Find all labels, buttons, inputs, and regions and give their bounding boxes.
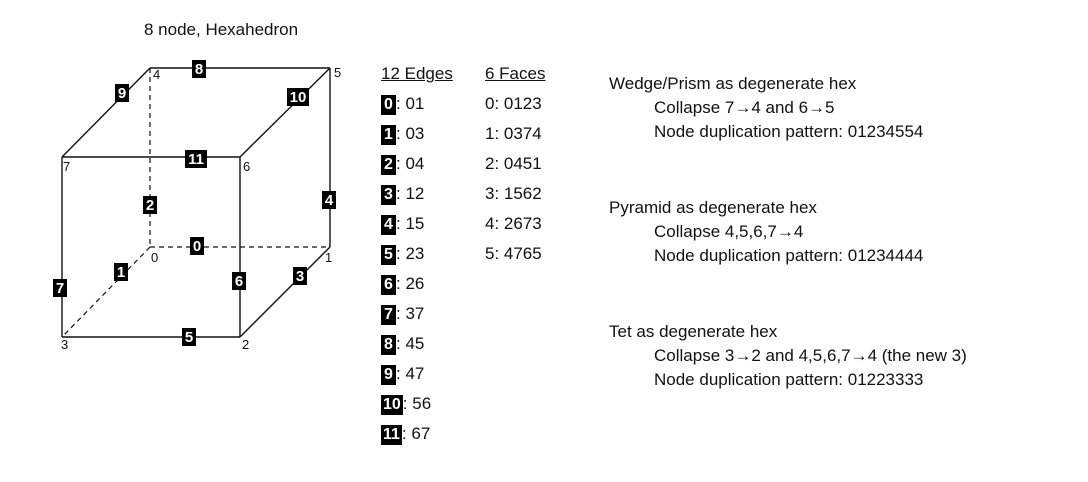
edge-nodes: : 56 xyxy=(402,394,432,413)
edge-badge-4: 4 xyxy=(322,191,336,209)
edge-id-badge: 9 xyxy=(381,365,396,385)
svg-text:1: 1 xyxy=(117,264,125,281)
note-collapse: Collapse 4,5,6,7→4 xyxy=(654,222,804,241)
edge-line-12 xyxy=(239,246,331,338)
svg-text:10: 10 xyxy=(290,89,307,106)
svg-text:2: 2 xyxy=(146,197,154,214)
edge-badge-7: 7 xyxy=(53,279,67,297)
edge-nodes: : 37 xyxy=(396,304,425,323)
face-item: 2: 0451 xyxy=(485,154,542,173)
edge-item: 6: 26 xyxy=(381,269,453,299)
note-title: Tet as degenerate hex xyxy=(609,322,778,341)
node-label-6: 6 xyxy=(243,159,250,174)
edge-nodes: : 01 xyxy=(396,94,425,113)
svg-text:4: 4 xyxy=(325,192,334,209)
edge-badge-1: 1 xyxy=(114,263,128,281)
edge-line-47 xyxy=(61,67,151,158)
edge-id-badge: 10 xyxy=(381,395,403,415)
face-item: 1: 0374 xyxy=(485,124,542,143)
edge-item: 1: 03 xyxy=(381,119,453,149)
edge-nodes: : 26 xyxy=(396,274,425,293)
edge-item: 10: 56 xyxy=(381,389,453,419)
node-label-7: 7 xyxy=(63,159,70,174)
hexahedron-diagram: 0 1 2 3 4 5 6 7 0 1 2 3 4 5 6 7 8 9 10 1… xyxy=(53,60,341,352)
edge-id-badge: 5 xyxy=(381,245,396,265)
edge-item: 5: 23 xyxy=(381,239,453,269)
edge-nodes: : 45 xyxy=(396,334,425,353)
node-label-1: 1 xyxy=(325,250,332,265)
edge-item: 2: 04 xyxy=(381,149,453,179)
note-title: Wedge/Prism as degenerate hex xyxy=(609,74,857,93)
edge-line-03 xyxy=(61,246,151,338)
node-label-3: 3 xyxy=(61,337,68,352)
note-tet: Tet as degenerate hex Collapse 3→2 and 4… xyxy=(609,320,967,392)
edge-nodes: : 67 xyxy=(401,424,431,443)
node-label-0: 0 xyxy=(151,250,158,265)
edge-line-56 xyxy=(239,67,331,158)
diagram-title: 8 node, Hexahedron xyxy=(144,20,299,39)
edges-header: 12 Edges xyxy=(381,64,453,83)
edge-item: 7: 37 xyxy=(381,299,453,329)
edge-id-badge: 8 xyxy=(381,335,396,355)
svg-text:11: 11 xyxy=(188,151,204,168)
edge-badge-8: 8 xyxy=(192,60,206,78)
edge-item: 4: 15 xyxy=(381,209,453,239)
note-collapse: Collapse 3→2 and 4,5,6,7→4 (the new 3) xyxy=(654,346,967,365)
face-item: 4: 2673 xyxy=(485,214,542,233)
edge-badge-2: 2 xyxy=(143,196,157,214)
edge-item: 0: 01 xyxy=(381,89,453,119)
edge-item: 11: 67 xyxy=(381,419,453,449)
svg-text:3: 3 xyxy=(296,268,304,285)
svg-text:0: 0 xyxy=(193,238,201,255)
note-pyramid: Pyramid as degenerate hex Collapse 4,5,6… xyxy=(609,196,923,268)
svg-text:9: 9 xyxy=(118,85,126,102)
node-label-2: 2 xyxy=(242,337,249,352)
edge-id-badge: 11 xyxy=(381,425,402,445)
edge-nodes: : 15 xyxy=(396,214,425,233)
svg-text:8: 8 xyxy=(195,61,203,78)
faces-list: 6 Faces 0: 0123 1: 0374 2: 0451 3: 1562 … xyxy=(485,59,545,269)
edge-id-badge: 3 xyxy=(381,185,396,205)
edge-badge-9: 9 xyxy=(115,84,129,102)
edge-item: 3: 12 xyxy=(381,179,453,209)
node-label-5: 5 xyxy=(334,65,341,80)
edge-nodes: : 04 xyxy=(396,154,425,173)
edge-nodes: : 03 xyxy=(396,124,425,143)
edge-item: 8: 45 xyxy=(381,329,453,359)
face-item: 5: 4765 xyxy=(485,244,542,263)
edge-badge-3: 3 xyxy=(293,267,307,285)
edge-badge-11: 11 xyxy=(185,150,207,168)
edge-badge-5: 5 xyxy=(182,328,196,346)
edge-badge-10: 10 xyxy=(287,88,309,106)
note-pattern: Node duplication pattern: 01234444 xyxy=(654,246,924,265)
node-label-4: 4 xyxy=(153,67,160,82)
note-pattern: Node duplication pattern: 01223333 xyxy=(654,370,924,389)
edge-id-badge: 4 xyxy=(381,215,396,235)
face-item: 3: 1562 xyxy=(485,184,542,203)
edge-badge-6: 6 xyxy=(232,272,246,290)
svg-text:5: 5 xyxy=(185,329,193,346)
note-title: Pyramid as degenerate hex xyxy=(609,198,817,217)
edge-item: 9: 47 xyxy=(381,359,453,389)
note-pattern: Node duplication pattern: 01234554 xyxy=(654,122,924,141)
faces-header: 6 Faces xyxy=(485,64,546,83)
edge-id-badge: 0 xyxy=(381,95,396,115)
edge-nodes: : 23 xyxy=(396,244,425,263)
edge-id-badge: 7 xyxy=(381,305,396,325)
edge-nodes: : 12 xyxy=(396,184,425,203)
edge-nodes: : 47 xyxy=(396,364,425,383)
face-item: 0: 0123 xyxy=(485,94,542,113)
svg-text:7: 7 xyxy=(56,280,64,297)
note-collapse: Collapse 7→4 and 6→5 xyxy=(654,98,835,117)
note-wedge: Wedge/Prism as degenerate hex Collapse 7… xyxy=(609,72,923,144)
edge-badge-0: 0 xyxy=(190,237,204,255)
edge-id-badge: 1 xyxy=(381,125,396,145)
svg-text:6: 6 xyxy=(235,273,243,290)
edge-id-badge: 6 xyxy=(381,275,396,295)
edge-id-badge: 2 xyxy=(381,155,396,175)
